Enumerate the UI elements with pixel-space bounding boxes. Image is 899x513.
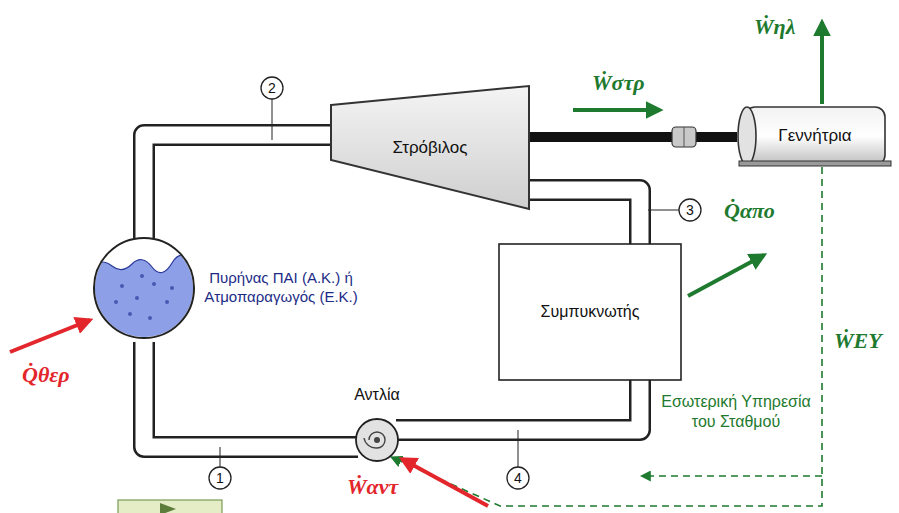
pump-work-arrow [402,459,488,506]
callout-leader [220,447,221,467]
coupling-joint [684,127,685,147]
steam-pipe [144,135,332,238]
steam-bubble [128,312,132,316]
shaft-line [529,132,737,142]
pump-node: Αντλία [330,385,424,470]
auxiliary-power-line [391,167,822,506]
steam-bubble [152,282,156,286]
node-label: Συμπυκνωτής [541,302,640,322]
callout-circle [507,467,529,489]
pipe-wall [528,190,640,244]
energy-symbol: Ẇστρ [590,70,647,96]
callout-number: 4 [507,467,529,489]
condenser-box [499,244,681,380]
callout-circle [209,467,231,489]
steam-pipe [528,190,640,244]
reactor-node: Πυρήνας ΠΑΙ (Α.Κ.) ή Ατμοπαραγωγός (Ε.Κ.… [92,232,364,344]
pump-hub [374,437,380,443]
node-label: Αντλία [330,385,424,405]
steam-bubble [114,300,118,304]
pipe-wall [144,135,332,238]
callout-number: 3 [679,199,701,221]
node-label: Στρόβιλος [393,137,468,158]
note-text: Εσωτερική Υπηρεσία του Σταθμού [655,392,817,432]
steam-pipe [396,380,640,430]
callout-circle [261,77,283,99]
callout-number: 2 [261,77,283,99]
power-symbol: ẆΕΥ [832,328,884,354]
turbine-casing [331,86,529,209]
pipe-wall [144,342,358,447]
pipe-bore [144,342,358,447]
water-surface [92,255,196,272]
pump-casing [356,419,398,461]
turbine-shaft [529,137,737,138]
steam-bubble [148,316,152,320]
generator-base [739,161,891,166]
energy-symbol: Ẇαντ [345,474,400,500]
generator-body [745,107,885,165]
callout-number: 1 [209,467,231,489]
turbine-work-arrow [573,108,660,112]
steam-bubble [170,286,174,290]
energy-symbol: Q̇απο [722,198,777,224]
box-node: Συμπυκνωτής [498,243,682,381]
generator-end [738,107,756,165]
heat-rejection-arrow [688,255,764,296]
shaft-coupling [672,127,696,147]
pipe-bore [144,135,332,238]
steam-pipe [144,342,358,447]
turbine-node: Στρόβιλος [330,85,530,210]
pipe-bore [396,380,640,430]
energy-symbol: Q̇θερ [20,362,72,388]
pump-shape [352,417,402,463]
steam-bubble [135,296,139,300]
electric-power-arrow [820,22,824,104]
callout-leader [272,99,273,140]
gen-node: Γεννήτρια [735,105,895,167]
callout-leader [648,210,679,211]
dashed-line [391,167,822,506]
auxiliary-power-branch [642,475,822,477]
pipe-wall [396,380,640,430]
pipe-bore [528,190,640,244]
reactor-shape [92,236,196,340]
vessel-outline [94,238,194,338]
play-icon [160,503,176,513]
nav-button [118,500,222,513]
callout-circle [679,199,701,221]
node-label: Πυρήνας ΠΑΙ (Α.Κ.) ή Ατμοπαραγωγός (Ε.Κ.… [202,269,360,307]
steam-bubble [165,300,169,304]
node-label: Γεννήτρια [778,125,851,146]
pump-impeller [364,432,385,448]
steam-bubble [120,284,124,288]
energy-symbol: Ẇηλ [752,14,797,40]
water-fill [92,255,196,340]
heat-input-arrow [10,320,90,352]
steam-bubble [140,274,144,278]
callout-leader [518,430,519,467]
